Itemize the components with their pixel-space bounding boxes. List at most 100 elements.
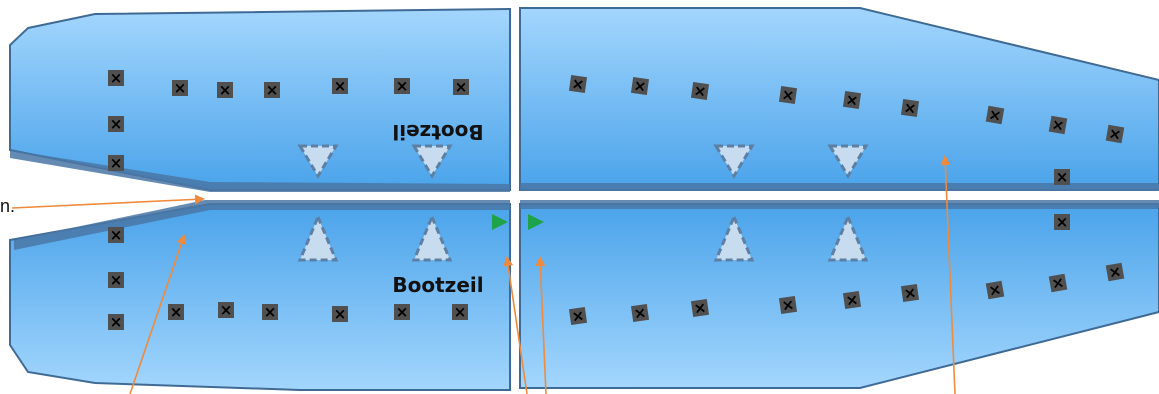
x-marker-icon: ×: [1048, 115, 1068, 135]
callout-arrow-icon: [940, 155, 956, 394]
x-marker-icon: ×: [1105, 262, 1125, 282]
svg-text:×: ×: [110, 69, 123, 87]
svg-text:×: ×: [396, 303, 409, 321]
svg-text:×: ×: [1056, 168, 1069, 186]
svg-text:×: ×: [174, 79, 187, 97]
svg-text:×: ×: [845, 90, 860, 110]
x-marker-icon: ×: [108, 271, 124, 289]
panel-bottom-right: [519, 203, 1159, 389]
panel-top-right: [519, 7, 1159, 191]
svg-text:×: ×: [781, 295, 796, 315]
x-marker-icon: ×: [394, 303, 410, 321]
x-marker-icon: ×: [262, 303, 278, 321]
svg-text:×: ×: [571, 306, 586, 326]
svg-text:×: ×: [633, 303, 648, 323]
dashed-triangle-icon: [411, 213, 453, 262]
x-marker-icon: ×: [690, 81, 710, 101]
svg-text:×: ×: [1050, 115, 1066, 135]
x-marker-icon: ×: [1054, 168, 1070, 186]
svg-text:×: ×: [693, 298, 708, 318]
svg-text:×: ×: [1107, 124, 1123, 144]
x-marker-icon: ×: [172, 79, 188, 97]
x-marker-icon: ×: [168, 303, 184, 321]
svg-text:×: ×: [220, 301, 233, 319]
svg-text:×: ×: [987, 280, 1003, 300]
dashed-triangle-icon: [411, 144, 453, 179]
x-marker-icon: ×: [217, 81, 233, 99]
svg-text:×: ×: [454, 303, 467, 321]
x-marker-icon: ×: [332, 77, 348, 95]
callout-arrow-icon: [11, 194, 205, 209]
svg-text:×: ×: [334, 77, 347, 95]
x-marker-icon: ×: [1105, 124, 1125, 144]
x-marker-icon: ×: [218, 301, 234, 319]
svg-text:×: ×: [219, 81, 232, 99]
svg-text:×: ×: [455, 78, 468, 96]
x-marker-icon: ×: [332, 305, 348, 323]
dashed-triangle-icon: [297, 144, 339, 179]
x-marker-icon: ×: [108, 154, 124, 172]
x-marker-icon: ×: [394, 77, 410, 95]
callout-arrow-icon: [503, 256, 528, 394]
x-marker-icon: ×: [264, 81, 280, 99]
x-marker-icon: ×: [568, 74, 588, 94]
x-marker-icon: ×: [900, 283, 920, 303]
svg-text:×: ×: [693, 81, 708, 101]
x-marker-icon: ×: [1054, 213, 1070, 231]
x-marker-icon: ×: [630, 76, 650, 96]
svg-text:×: ×: [110, 226, 123, 244]
x-marker-icon: ×: [453, 78, 469, 96]
svg-text:×: ×: [1056, 213, 1069, 231]
svg-text:×: ×: [110, 271, 123, 289]
svg-text:×: ×: [334, 305, 347, 323]
x-marker-icon: ×: [778, 295, 798, 315]
x-marker-icon: ×: [985, 105, 1005, 125]
strip-bottom-right: [520, 200, 1159, 209]
strip-bottom-left: [14, 200, 510, 250]
x-marker-icon: ×: [108, 226, 124, 244]
svg-text:×: ×: [633, 76, 648, 96]
dashed-triangle-icon: [713, 213, 755, 262]
x-markers-group: × × × × × × × × × × × × × × × × × × × × × × × × × × × × × × × × × × × × × ×: [108, 69, 1125, 331]
svg-text:×: ×: [1107, 262, 1123, 282]
x-marker-icon: ×: [690, 298, 710, 318]
svg-text:×: ×: [781, 85, 796, 105]
play-triangle-icon: [492, 214, 508, 230]
x-marker-icon: ×: [1048, 273, 1068, 293]
x-marker-icon: ×: [108, 313, 124, 331]
label-left-cut: n.: [0, 196, 15, 216]
svg-text:×: ×: [903, 98, 918, 118]
x-marker-icon: ×: [108, 69, 124, 87]
callout-arrow-icon: [535, 256, 547, 394]
label-bootzeil-top: Bootzeil: [392, 120, 483, 144]
dashed-triangle-icon: [713, 144, 755, 179]
arrow-group: [11, 155, 956, 394]
x-marker-icon: ×: [900, 98, 920, 118]
dashed-triangle-icon: [827, 144, 869, 179]
dashed-triangle-icon: [297, 213, 339, 262]
svg-text:×: ×: [903, 283, 918, 303]
svg-text:×: ×: [266, 81, 279, 99]
svg-text:×: ×: [845, 290, 860, 310]
strip-top-right: [520, 183, 1159, 191]
dashed-triangle-icon: [827, 213, 869, 262]
svg-text:×: ×: [110, 313, 123, 331]
x-marker-icon: ×: [108, 115, 124, 133]
play-triangle-icon: [528, 214, 544, 230]
triangle-group: [297, 144, 869, 262]
x-marker-icon: ×: [568, 306, 588, 326]
svg-text:×: ×: [987, 105, 1003, 125]
x-marker-icon: ×: [985, 280, 1005, 300]
svg-text:×: ×: [571, 74, 586, 94]
center-seam: [512, 6, 518, 390]
svg-text:×: ×: [396, 77, 409, 95]
x-marker-icon: ×: [778, 85, 798, 105]
x-marker-icon: ×: [842, 90, 862, 110]
x-marker-icon: ×: [842, 290, 862, 310]
label-bootzeil-bottom: Bootzeil: [392, 273, 483, 297]
svg-text:×: ×: [110, 115, 123, 133]
svg-text:×: ×: [1050, 273, 1066, 293]
svg-text:×: ×: [170, 303, 183, 321]
svg-text:×: ×: [264, 303, 277, 321]
